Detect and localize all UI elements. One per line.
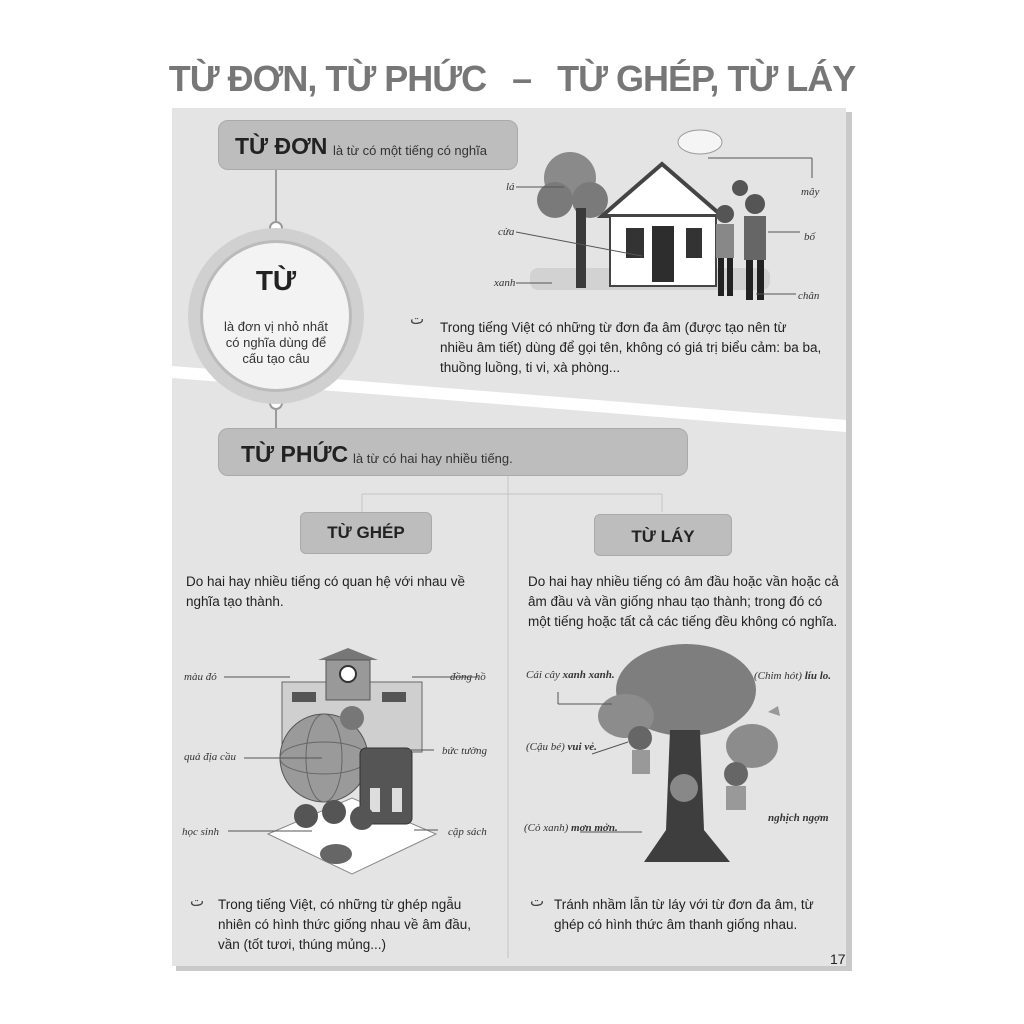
page-shadow-right xyxy=(846,112,852,970)
tu-don-pill: TỪ ĐƠN là từ có một tiếng có nghĩa xyxy=(218,120,518,170)
tu-don-definition: là từ có một tiếng có nghĩa xyxy=(333,143,487,158)
tu-ghep-note-line: nhiên có hình thức giống nhau về âm đầu, xyxy=(218,917,471,932)
tu-definition-line: cấu tạo câu xyxy=(242,351,310,366)
label-dong-ho: đồng hồ xyxy=(450,671,486,683)
label-la: lá xyxy=(506,181,515,193)
tu-lay-note-line: Tránh nhầm lẫn từ láy với từ đơn đa âm, … xyxy=(554,897,814,912)
school-students-illustration xyxy=(266,648,438,875)
school-leader-lines xyxy=(224,676,478,832)
label-chim-hot-text: (Chim hót) xyxy=(754,670,805,682)
tu-definition-line: là đơn vị nhỏ nhất xyxy=(224,319,328,334)
tu-lay-definition-line: Do hai hay nhiều tiếng có âm đầu hoặc vầ… xyxy=(528,574,839,589)
page-number: 17 xyxy=(830,951,846,967)
tree-leader-lines xyxy=(557,692,642,833)
label-cau-be-text: (Cậu bé) xyxy=(526,741,568,753)
tu-ghep-note-line: Trong tiếng Việt, có những từ ghép ngẫu xyxy=(218,897,462,912)
tu-ghep-pill: TỪ GHÉP xyxy=(300,512,432,554)
house-leader-lines xyxy=(515,157,813,295)
label-cai-cay-text: Cái cây xyxy=(526,669,563,681)
note-smile-icon: ت xyxy=(410,311,425,328)
title-right: TỪ GHÉP, TỪ LÁY xyxy=(557,58,856,99)
tree-children-illustration xyxy=(598,644,780,862)
label-buc-tuong: bức tường xyxy=(442,745,488,757)
tu-lay-note: Tránh nhầm lẫn từ láy với từ đơn đa âm, … xyxy=(554,895,844,935)
page-title: TỪ ĐƠN, TỪ PHỨC–TỪ GHÉP, TỪ LÁY xyxy=(0,58,1024,100)
label-chan: chân xyxy=(798,290,820,302)
label-mau-do: màu đỏ xyxy=(184,671,217,683)
label-hoc-sinh: học sinh xyxy=(182,826,219,838)
label-bo: bố xyxy=(804,231,815,243)
label-chim-hot: (Chim hót) líu lo. xyxy=(754,670,831,682)
tu-don-note: Trong tiếng Việt có những từ đơn đa âm (… xyxy=(440,318,840,378)
tu-ghep-note: Trong tiếng Việt, có những từ ghép ngẫu … xyxy=(218,895,508,955)
tu-ghep-definition-line: nghĩa tạo thành. xyxy=(186,594,284,609)
tu-lay-definition-line: một tiếng hoặc tất cả các tiếng đều khôn… xyxy=(528,614,838,629)
tu-phuc-pill: TỪ PHỨC là từ có hai hay nhiều tiếng. xyxy=(218,428,688,476)
tu-lay-pill: TỪ LÁY xyxy=(594,514,732,556)
label-cua: cửa xyxy=(498,226,515,238)
title-left: TỪ ĐƠN, TỪ PHỨC xyxy=(168,58,487,99)
tu-phuc-heading: TỪ PHỨC xyxy=(241,441,349,467)
label-qua-dia-cau: quả địa cầu xyxy=(184,751,236,763)
label-liu-lo: líu lo. xyxy=(804,670,832,682)
label-mon-mon: mơn mởn. xyxy=(571,822,618,834)
tu-heading: TỪ xyxy=(255,265,297,296)
tu-lay-note-line: ghép có hình thức âm thanh giống nhau. xyxy=(554,917,798,932)
label-nghich-ngom: nghịch ngợm xyxy=(768,812,829,824)
tu-definition-line: có nghĩa dùng để xyxy=(225,335,327,350)
tu-don-note-line: Trong tiếng Việt có những từ đơn đa âm (… xyxy=(440,320,787,335)
tu-ghep-definition: Do hai hay nhiều tiếng có quan hệ với nh… xyxy=(186,572,506,612)
label-cau-be: (Cậu bé) vui vẻ. xyxy=(526,741,597,753)
tu-lay-definition: Do hai hay nhiều tiếng có âm đầu hoặc vầ… xyxy=(528,572,844,632)
label-vui-ve: vui vẻ. xyxy=(567,741,597,753)
label-cai-cay: Cái cây xanh xanh. xyxy=(526,669,615,681)
tu-don-note-line: nhiều âm tiết) dùng để gọi tên, không có… xyxy=(440,340,822,355)
tu-ghep-definition-line: Do hai hay nhiều tiếng có quan hệ với nh… xyxy=(186,574,466,589)
label-cap-sach: cặp sách xyxy=(448,826,487,838)
house-family-illustration xyxy=(530,129,770,300)
title-dash: – xyxy=(512,58,532,99)
tu-ghep-note-line: vần (tốt tươi, thúng mủng...) xyxy=(218,937,386,952)
label-xanh-xanh: xanh xanh. xyxy=(562,669,615,681)
note-smile-icon: ت xyxy=(530,893,545,910)
diagonal-band xyxy=(172,366,846,432)
tu-don-heading: TỪ ĐƠN xyxy=(235,133,328,159)
tu-lay-definition-line: âm đầu và vần giống nhau tạo thành; tron… xyxy=(528,594,823,609)
tu-circle: TỪ là đơn vị nhỏ nhất có nghĩa dùng để c… xyxy=(200,240,352,392)
note-smile-icon: ت xyxy=(190,893,205,910)
label-co-xanh: (Cỏ xanh) mơn mởn. xyxy=(524,822,618,834)
label-co-xanh-text: (Cỏ xanh) xyxy=(524,822,572,834)
tu-don-note-line: thuồng luồng, ti vi, xà phòng... xyxy=(440,360,621,375)
tu-phuc-definition: là từ có hai hay nhiều tiếng. xyxy=(353,451,513,466)
label-xanh: xanh xyxy=(494,277,516,289)
page-shadow-bottom xyxy=(176,966,852,971)
label-may: mây xyxy=(801,186,820,198)
